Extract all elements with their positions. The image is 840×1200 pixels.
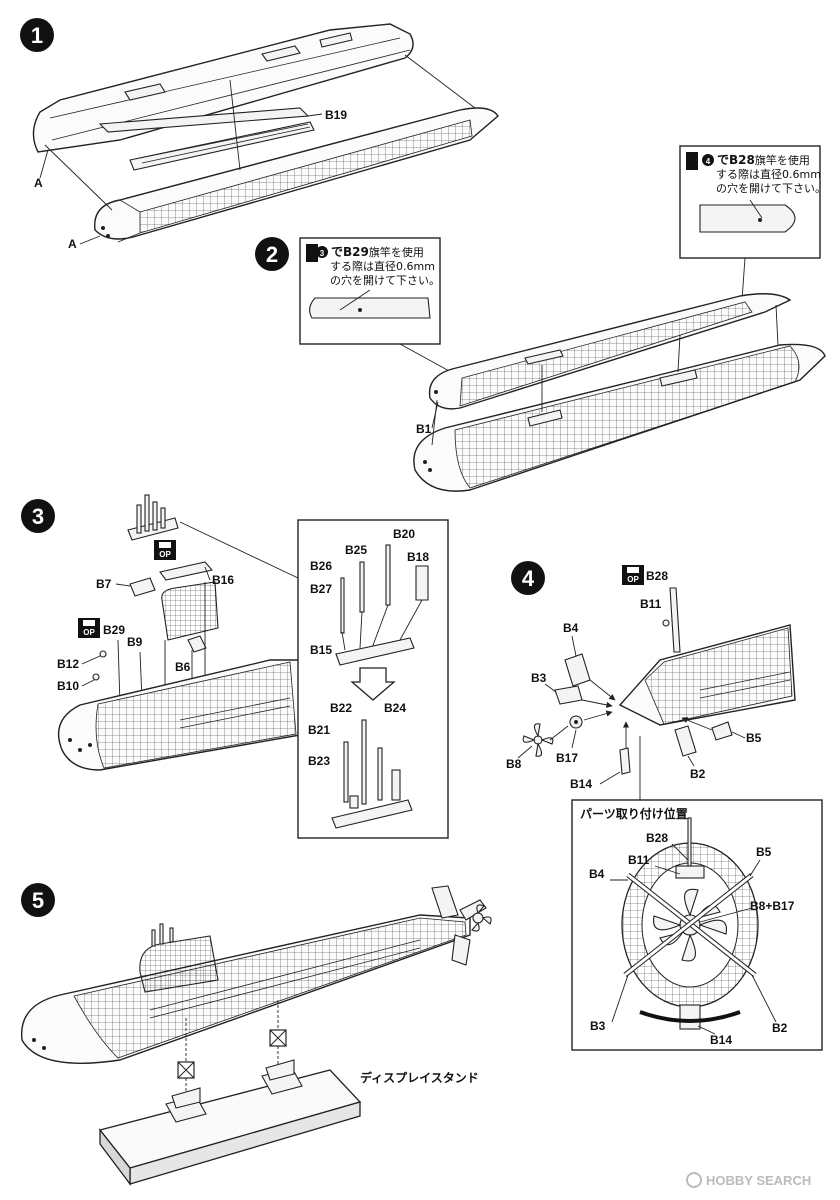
display-stand bbox=[98, 1059, 362, 1186]
step-1-badge: 1 bbox=[20, 18, 54, 52]
step-1-upper-hull bbox=[32, 23, 414, 153]
label-b9: B9 bbox=[127, 635, 143, 649]
step-1: 1 B19 A A bbox=[20, 18, 499, 251]
step-4-detail-box: パーツ取り付け位置 B28 B11 B5 B4 bbox=[571, 799, 823, 1051]
detail-label-b5: B5 bbox=[756, 845, 772, 859]
stand-mount-markers bbox=[177, 1000, 287, 1100]
note-b29-line3: の穴を開けて下さい。 bbox=[330, 273, 440, 287]
label-b7: B7 bbox=[96, 577, 112, 591]
detail-label-b14: B14 bbox=[710, 1033, 732, 1047]
label-b27: B27 bbox=[310, 582, 332, 596]
step-3-sail-top: B16 bbox=[159, 561, 234, 587]
detail-label-b3: B3 bbox=[590, 1019, 606, 1033]
label-b3: B3 bbox=[531, 671, 547, 685]
label-a-upper: A bbox=[34, 176, 43, 190]
step-2-badge: 2 bbox=[255, 237, 289, 271]
step-2: 2 3 でB29旗竿を使用 する際は直径0.6mm の穴を開けて下さい。 4 で… bbox=[255, 145, 826, 492]
detail-label-b4: B4 bbox=[589, 867, 605, 881]
op-badge-lower: OP bbox=[78, 618, 100, 638]
detail-label-b11: B11 bbox=[628, 853, 650, 867]
step-4-number: 4 bbox=[522, 566, 535, 591]
op-badge-lower-text: OP bbox=[83, 628, 95, 637]
step-5-number: 5 bbox=[32, 888, 44, 913]
watermark-text: HOBBY SEARCH bbox=[706, 1173, 811, 1188]
op-badge-upper: OP bbox=[154, 540, 176, 560]
detail-label-b28: B28 bbox=[646, 831, 668, 845]
step-1-number: 1 bbox=[31, 23, 43, 48]
label-b23: B23 bbox=[308, 754, 330, 768]
step-2-number: 2 bbox=[266, 242, 278, 267]
op-badge-upper-text: OP bbox=[159, 550, 171, 559]
label-b19: B19 bbox=[325, 108, 347, 122]
label-b5: B5 bbox=[746, 731, 762, 745]
step-5-badge: 5 bbox=[21, 883, 55, 917]
label-b20: B20 bbox=[393, 527, 415, 541]
svg-text:でB29旗竿を使用: でB29旗竿を使用 bbox=[331, 245, 424, 259]
label-b11-step4: B11 bbox=[640, 597, 662, 611]
note-b28-num: 4 bbox=[706, 157, 711, 166]
step-4-badge: 4 bbox=[511, 561, 545, 595]
stand-label: ディスプレイスタンド bbox=[360, 1070, 479, 1085]
watermark: HOBBY SEARCH bbox=[686, 1172, 811, 1188]
label-b15: B15 bbox=[310, 643, 332, 657]
label-b28-step4: B28 bbox=[646, 569, 668, 583]
label-b24: B24 bbox=[384, 701, 406, 715]
step-5: 5 bbox=[20, 883, 492, 1186]
step-3: 3 OP B16 B7 B6 bbox=[21, 494, 449, 839]
label-b17: B17 bbox=[556, 751, 578, 765]
step-3-badge: 3 bbox=[21, 499, 55, 533]
label-b14: B14 bbox=[570, 777, 592, 791]
detail-title: パーツ取り付け位置 bbox=[580, 806, 688, 821]
note-b28-part: B28 bbox=[729, 153, 755, 167]
note-b28-text: 旗竿を使用 bbox=[755, 153, 810, 167]
note-box-b28: 4 でB28旗竿を使用 する際は直径0.6mm の穴を開けて下さい。 bbox=[679, 145, 826, 259]
step-2-lower-hull bbox=[413, 343, 826, 492]
note-b29-line2: する際は直径0.6mm bbox=[330, 259, 435, 273]
note-b29-part: B29 bbox=[343, 245, 369, 259]
note-box-b29: 3 でB29旗竿を使用 する際は直径0.6mm の穴を開けて下さい。 bbox=[299, 237, 441, 345]
label-b29: B29 bbox=[103, 623, 125, 637]
step-4-stern-hull bbox=[618, 624, 796, 726]
step-4: 4 OP B28 B11 B4 B3 B5 B2 bbox=[506, 561, 823, 1051]
label-b22: B22 bbox=[330, 701, 352, 715]
note-b28-line2: する際は直径0.6mm bbox=[716, 167, 821, 181]
op-badge-step4: OP bbox=[622, 565, 644, 585]
note-b29-text: 旗竿を使用 bbox=[369, 245, 424, 259]
step-1-b19-part: B19 bbox=[98, 107, 347, 171]
note-b29-num: 3 bbox=[320, 249, 325, 258]
step-3-detail-box: B20 B25 B18 B26 B27 B15 B22 B24 B21 B23 bbox=[297, 519, 449, 839]
op-badge-step4-text: OP bbox=[627, 575, 639, 584]
detail-label-b8b17: B8+B17 bbox=[750, 899, 795, 913]
svg-text:でB28旗竿を使用: でB28旗竿を使用 bbox=[717, 153, 810, 167]
step-3-sail bbox=[161, 581, 219, 641]
label-b1: B1 bbox=[416, 422, 432, 436]
note-b28-line3: の穴を開けて下さい。 bbox=[716, 181, 826, 195]
label-b25: B25 bbox=[345, 543, 367, 557]
label-b4: B4 bbox=[563, 621, 579, 635]
label-b26: B26 bbox=[310, 559, 332, 573]
detail-label-b2: B2 bbox=[772, 1021, 788, 1035]
label-b10: B10 bbox=[57, 679, 79, 693]
step-4-propeller bbox=[522, 723, 554, 757]
label-b16: B16 bbox=[212, 573, 234, 587]
label-b2: B2 bbox=[690, 767, 706, 781]
label-a-lower: A bbox=[68, 237, 77, 251]
step-2-upper-hull bbox=[428, 293, 792, 410]
step-1-lower-hull bbox=[94, 107, 499, 243]
step-3-number: 3 bbox=[32, 504, 44, 529]
label-b21: B21 bbox=[308, 723, 330, 737]
step-3-mast-cluster bbox=[127, 494, 179, 541]
label-b8: B8 bbox=[506, 757, 522, 771]
label-b6: B6 bbox=[175, 660, 191, 674]
step-5-submarine bbox=[20, 885, 492, 1064]
label-b18: B18 bbox=[407, 550, 429, 564]
step-3-hull bbox=[57, 659, 301, 771]
label-b12: B12 bbox=[57, 657, 79, 671]
